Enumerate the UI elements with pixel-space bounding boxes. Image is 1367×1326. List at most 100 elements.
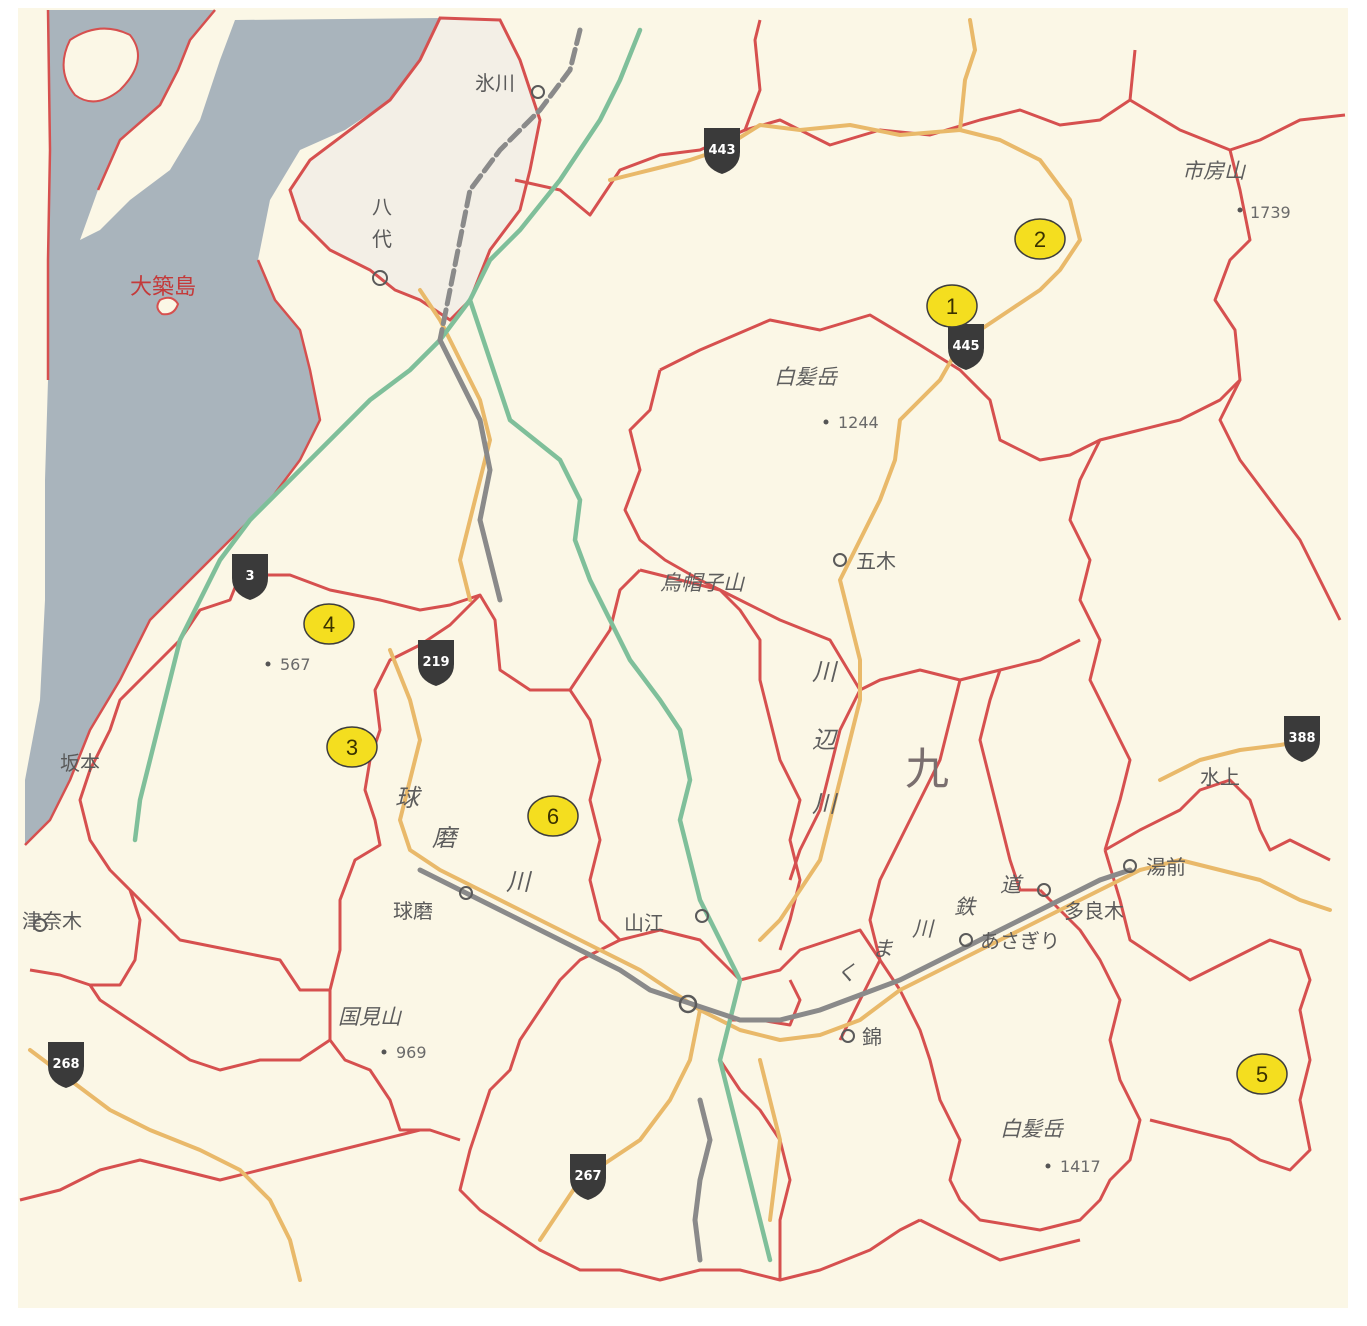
- road-268: [28, 1048, 302, 1282]
- label-elev-1417: 1417: [1060, 1157, 1101, 1176]
- marker-label: 2: [1034, 227, 1046, 252]
- shield-shape: [232, 554, 268, 600]
- route-shield-219: 219: [418, 640, 454, 686]
- boundary-central: [458, 689, 921, 1282]
- marker-disc: [1236, 1053, 1288, 1095]
- boundary-west: [240, 568, 642, 692]
- label-gonoki: 五木: [856, 549, 896, 573]
- label-tsunagi: 津奈木: [22, 909, 82, 933]
- peak-dot-north: [823, 419, 829, 425]
- shield-shape: [418, 640, 454, 686]
- marker-5[interactable]: 5: [1236, 1053, 1288, 1095]
- marker-3[interactable]: 3: [326, 726, 378, 768]
- label-kuma-town: 球磨: [393, 899, 433, 923]
- island: [62, 27, 139, 103]
- shield-shape: [570, 1154, 606, 1200]
- marker-4[interactable]: 4: [303, 603, 355, 645]
- shield-shape: [948, 324, 984, 370]
- shield-label: 388: [1288, 731, 1315, 746]
- island-small: [156, 296, 180, 316]
- label-kawabe-1: 川: [812, 658, 839, 686]
- shield-label: 443: [708, 143, 735, 158]
- label-kuma-river-1: く: [836, 961, 857, 985]
- boundary-es3: [1104, 778, 1331, 862]
- route-shield-388: 388: [1284, 716, 1320, 762]
- town-marker-hitoyoshi: [678, 994, 698, 1014]
- peak-dot-567: [265, 661, 271, 667]
- route-shield-3: 3: [232, 554, 268, 600]
- shield-label: 3: [245, 569, 254, 584]
- shield-label: 445: [952, 339, 979, 354]
- label-yamae: 山江: [624, 911, 664, 935]
- label-ichifusayama: 市房山: [1182, 159, 1247, 183]
- town-marker-gonoki: [833, 553, 847, 567]
- marker-2[interactable]: 2: [1014, 218, 1066, 260]
- road-north-branch: [958, 18, 977, 132]
- boundary-north: [514, 49, 1137, 217]
- label-sea-island: 大築島: [130, 275, 196, 300]
- coast-north: [46, 9, 216, 380]
- town-marker-asagiri: [959, 933, 973, 947]
- label-shiragadake-north: 白髪岳: [774, 365, 839, 389]
- boundary-sw: [88, 984, 331, 1072]
- marker-label: 5: [1256, 1062, 1268, 1087]
- town-marker-taragi: [1037, 883, 1051, 897]
- boundary-n2: [743, 19, 762, 131]
- boundary-c5: [788, 689, 862, 881]
- label-kawabe-3: 川: [812, 790, 839, 818]
- label-kuma-3: 川: [506, 868, 533, 896]
- label-elev-567: 567: [280, 655, 311, 674]
- label-kuma-river-2: ま: [872, 937, 894, 961]
- label-elev-1739: 1739: [1250, 203, 1291, 222]
- town-marker-hikawa: [531, 85, 545, 99]
- town-marker-kuma: [459, 886, 473, 900]
- marker-1[interactable]: 1: [926, 284, 978, 328]
- boundary-n3: [1129, 98, 1346, 152]
- label-shiragadake-south: 白髪岳: [1000, 1117, 1065, 1141]
- marker-disc: [527, 795, 579, 837]
- marker-6[interactable]: 6: [527, 795, 579, 837]
- label-elev-969: 969: [396, 1043, 427, 1062]
- label-kuma-river-3: 川: [912, 917, 935, 941]
- coast-line: [24, 259, 322, 846]
- label-yunomae: 湯前: [1146, 855, 1186, 879]
- peak-dot-ichifusa: [1237, 207, 1243, 213]
- road-219: [388, 648, 1332, 1042]
- boundary-south2: [919, 1218, 1081, 1262]
- label-mizukami: 水上: [1200, 765, 1240, 789]
- sea-area: [25, 10, 440, 845]
- label-hikawa: 氷川: [475, 71, 515, 95]
- marker-label: 4: [323, 612, 335, 637]
- label-yatsushiro-1: 八: [372, 195, 392, 219]
- rail-hisatsu: [437, 337, 503, 603]
- road-267: [538, 1008, 702, 1242]
- marker-disc: [303, 603, 355, 645]
- shield-shape: [704, 128, 740, 174]
- label-kunimiyama: 国見山: [338, 1005, 403, 1029]
- shield-shape: [48, 1042, 84, 1088]
- town-marker-yamae: [695, 909, 709, 923]
- label-nishiki: 錦: [862, 1025, 882, 1049]
- boundary-es4: [978, 669, 1040, 892]
- label-kawabe-2: 辺: [812, 726, 839, 754]
- road-east: [758, 1058, 782, 1222]
- label-eboshiyama: 烏帽子山: [660, 571, 746, 595]
- label-sakamoto: 坂本: [60, 751, 100, 775]
- label-kuma-1: 球: [395, 784, 422, 812]
- shield-label: 268: [52, 1057, 79, 1072]
- peak-dot-south: [1045, 1163, 1051, 1169]
- label-kuma-2: 磨: [432, 824, 460, 852]
- marker-label: 1: [946, 294, 958, 319]
- town-marker-nishiki: [841, 1029, 855, 1043]
- boundary-es2: [1103, 849, 1312, 1172]
- route-shield-443-north: 443: [704, 128, 740, 174]
- label-kyushu-char: 九: [905, 744, 949, 795]
- boundary-gonoki: [659, 149, 1252, 462]
- boundary-h2: [739, 928, 882, 982]
- marker-label: 3: [346, 735, 358, 760]
- boundary-c4: [838, 679, 962, 1041]
- marker-disc: [1014, 218, 1066, 260]
- rivers: [132, 27, 773, 1263]
